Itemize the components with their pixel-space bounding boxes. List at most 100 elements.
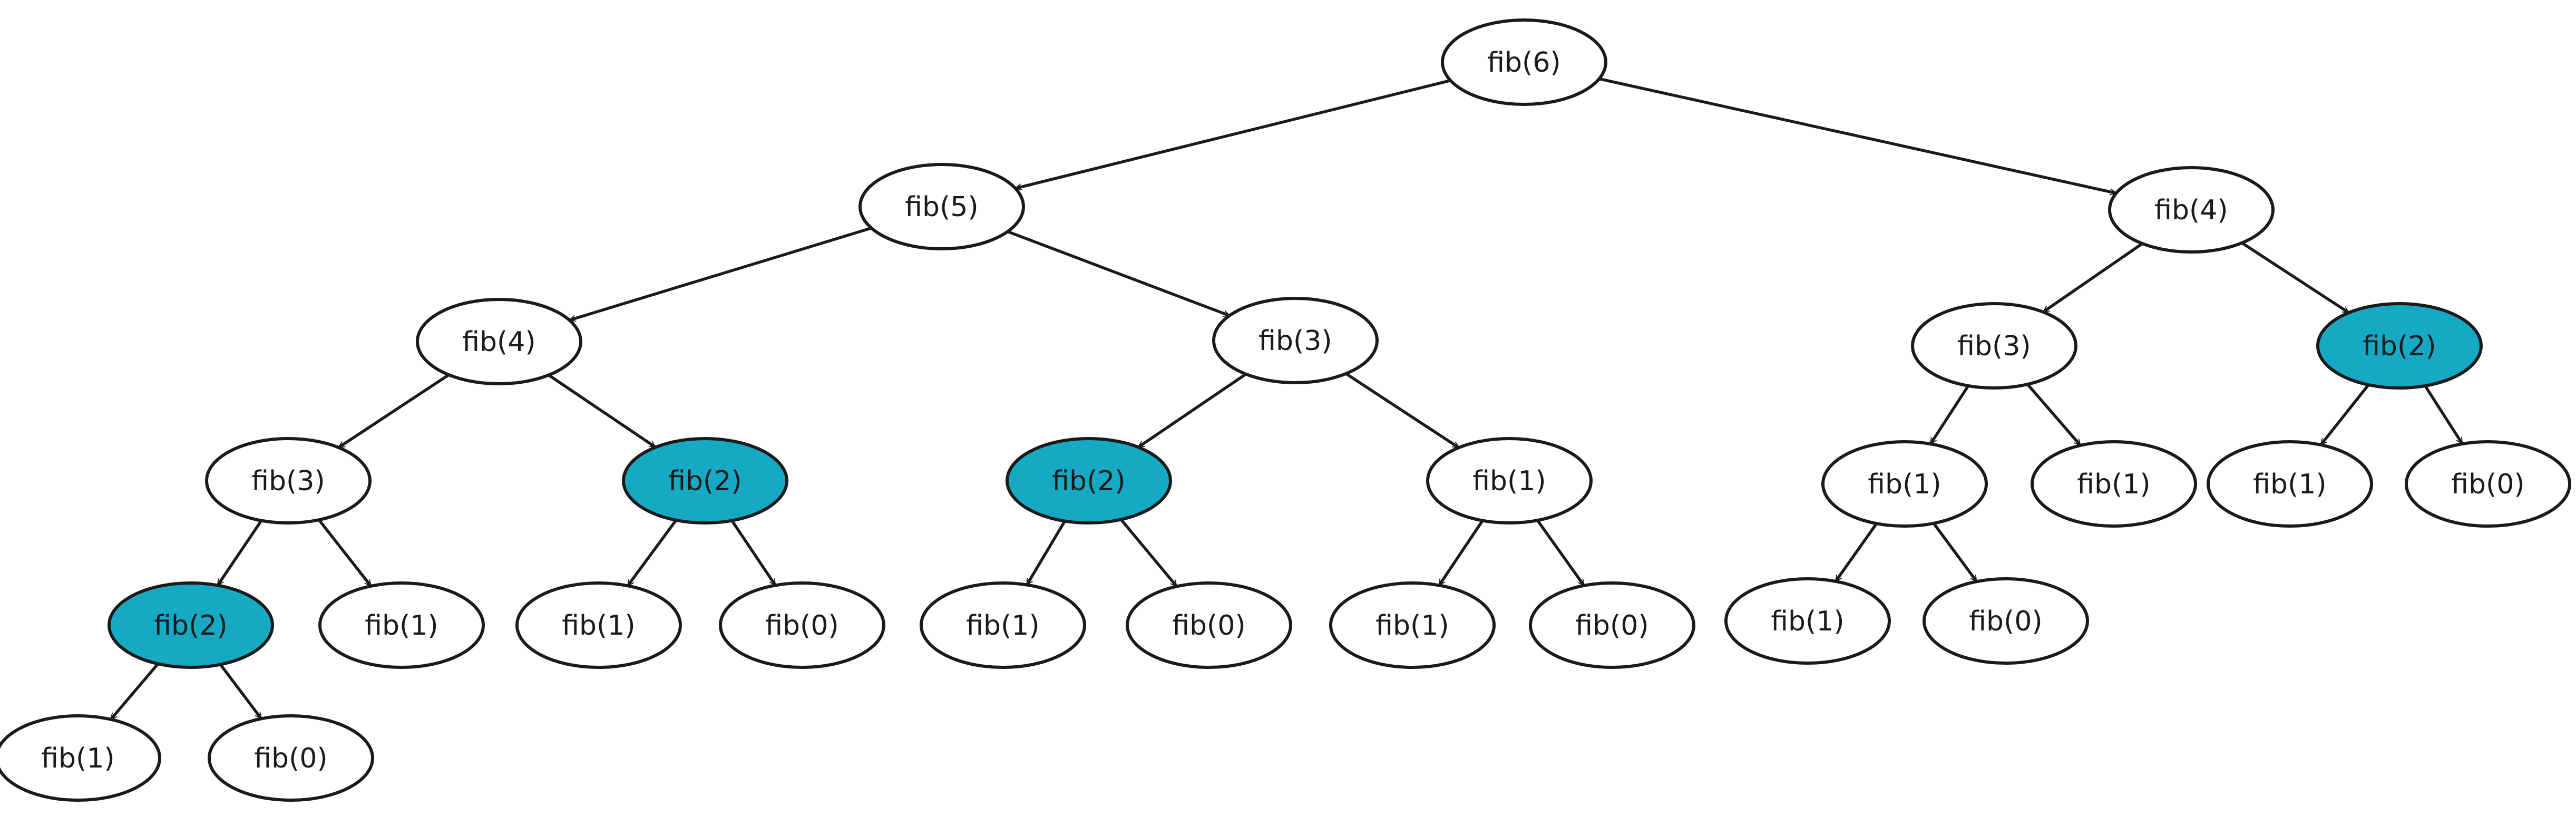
edge-arrow-n2-n8 <box>547 373 657 449</box>
node-label: fib(3) <box>1258 325 1332 357</box>
tree-node-n2: fib(4) <box>416 298 582 385</box>
tree-node-n17: fib(0) <box>719 581 885 669</box>
node-label: fib(3) <box>251 465 325 497</box>
tree-node-n25: fib(1) <box>1724 577 1891 665</box>
node-ellipse <box>1821 440 1988 528</box>
highlighted-node-n7: fib(2) <box>2316 302 2483 390</box>
tree-node-n3: fib(4) <box>2108 166 2275 254</box>
node-ellipse <box>416 298 582 385</box>
node-ellipse <box>1329 581 1496 669</box>
node-label: fib(0) <box>1172 610 1245 642</box>
tree-node-n0: fib(6) <box>1441 18 1607 106</box>
node-label: fib(1) <box>1375 610 1449 642</box>
node-ellipse <box>719 581 885 669</box>
nodes-layer: fib(6) fib(5) fib(4) fib(4) fib(3) fib(3) fib(… <box>0 18 2571 802</box>
edge-arrow-n6-n9 <box>2026 383 2082 447</box>
node-ellipse <box>0 714 161 802</box>
node-ellipse <box>1212 297 1379 384</box>
edge-arrow-n14-n24 <box>109 662 160 721</box>
node-label: fib(3) <box>1957 331 2031 362</box>
node-label: fib(1) <box>2077 469 2150 500</box>
edge-arrow-n4-n14 <box>216 519 263 587</box>
node-label: fib(0) <box>254 743 327 774</box>
edges-layer <box>109 77 2464 721</box>
node-label: fib(2) <box>154 610 227 642</box>
node-ellipse <box>2207 440 2373 528</box>
tree-node-n9: fib(1) <box>2031 440 2197 528</box>
node-label: fib(1) <box>1472 465 1546 497</box>
node-ellipse <box>205 437 372 524</box>
highlighted-node-n8: fib(2) <box>622 437 788 524</box>
edge-arrow-n22-n23 <box>1932 522 1978 583</box>
edge-arrow-n6-n22 <box>1929 384 1970 445</box>
edge-arrow-n0-n1 <box>1013 79 1452 190</box>
node-label: fib(0) <box>2451 469 2524 500</box>
tree-node-n26: fib(0) <box>208 714 374 802</box>
node-ellipse <box>208 714 374 802</box>
node-ellipse <box>2108 166 2275 254</box>
tree-node-n6: fib(3) <box>1911 302 2077 390</box>
node-label: fib(1) <box>365 610 438 642</box>
node-ellipse <box>1923 577 2089 665</box>
node-ellipse <box>920 581 1086 669</box>
node-ellipse <box>1724 577 1891 665</box>
node-ellipse <box>1006 437 1172 524</box>
tree-node-n11: fib(1) <box>1426 437 1593 524</box>
highlighted-node-n10: fib(2) <box>1006 437 1172 524</box>
node-label: fib(1) <box>1868 469 1941 500</box>
node-label: fib(1) <box>41 743 114 774</box>
node-label: fib(2) <box>668 465 741 497</box>
node-label: fib(0) <box>1575 610 1648 642</box>
edge-arrow-n11-n21 <box>1536 519 1586 587</box>
edge-arrow-n22-n25 <box>1834 522 1878 583</box>
node-ellipse <box>2031 440 2197 528</box>
tree-node-n20: fib(1) <box>1329 581 1496 669</box>
node-label: fib(5) <box>905 191 978 223</box>
node-ellipse <box>108 581 274 669</box>
node-label: fib(1) <box>2253 469 2326 500</box>
tree-node-n16: fib(1) <box>515 581 682 669</box>
edge-arrow-n10-n19 <box>1119 518 1178 588</box>
node-ellipse <box>858 163 1025 250</box>
edge-arrow-n11-n20 <box>1438 519 1484 587</box>
tree-node-n5: fib(3) <box>1212 297 1379 384</box>
edge-arrow-n1-n2 <box>568 226 873 322</box>
edge-arrow-n5-n10 <box>1137 372 1247 449</box>
edge-arrow-n2-n4 <box>337 373 451 449</box>
edge-arrow-n8-n16 <box>626 519 678 587</box>
node-ellipse <box>622 437 788 524</box>
tree-node-n23: fib(0) <box>1923 577 2089 665</box>
edge-arrow-n7-n12 <box>2319 383 2370 446</box>
tree-node-n4: fib(3) <box>205 437 372 524</box>
node-ellipse <box>1441 18 1607 106</box>
edge-arrow-n3-n6 <box>2042 242 2144 314</box>
node-label: fib(0) <box>1969 606 2042 637</box>
edge-arrow-n1-n5 <box>1006 230 1231 317</box>
node-label: fib(0) <box>765 610 838 642</box>
highlighted-node-n14: fib(2) <box>108 581 274 669</box>
tree-node-n18: fib(1) <box>920 581 1086 669</box>
node-ellipse <box>318 581 485 669</box>
edge-arrow-n0-n3 <box>1597 77 2118 196</box>
node-ellipse <box>1426 437 1593 524</box>
edge-arrow-n7-n13 <box>2423 384 2464 445</box>
tree-node-n15: fib(1) <box>318 581 485 669</box>
node-ellipse <box>1529 581 1695 669</box>
tree-node-n1: fib(5) <box>858 163 1025 250</box>
node-label: fib(4) <box>2154 195 2228 226</box>
edge-arrow-n3-n7 <box>2240 241 2350 314</box>
tree-node-n19: fib(0) <box>1126 581 1292 669</box>
node-ellipse <box>515 581 682 669</box>
tree-node-n21: fib(0) <box>1529 581 1695 669</box>
node-label: fib(1) <box>1771 606 1844 637</box>
edge-arrow-n4-n15 <box>317 518 373 588</box>
node-label: fib(1) <box>966 610 1039 642</box>
node-ellipse <box>1911 302 2077 390</box>
tree-node-n22: fib(1) <box>1821 440 1988 528</box>
node-ellipse <box>2316 302 2483 390</box>
node-ellipse <box>1126 581 1292 669</box>
edge-arrow-n8-n17 <box>730 519 777 587</box>
node-label: fib(2) <box>2363 331 2436 362</box>
tree-node-n13: fib(0) <box>2405 440 2571 528</box>
